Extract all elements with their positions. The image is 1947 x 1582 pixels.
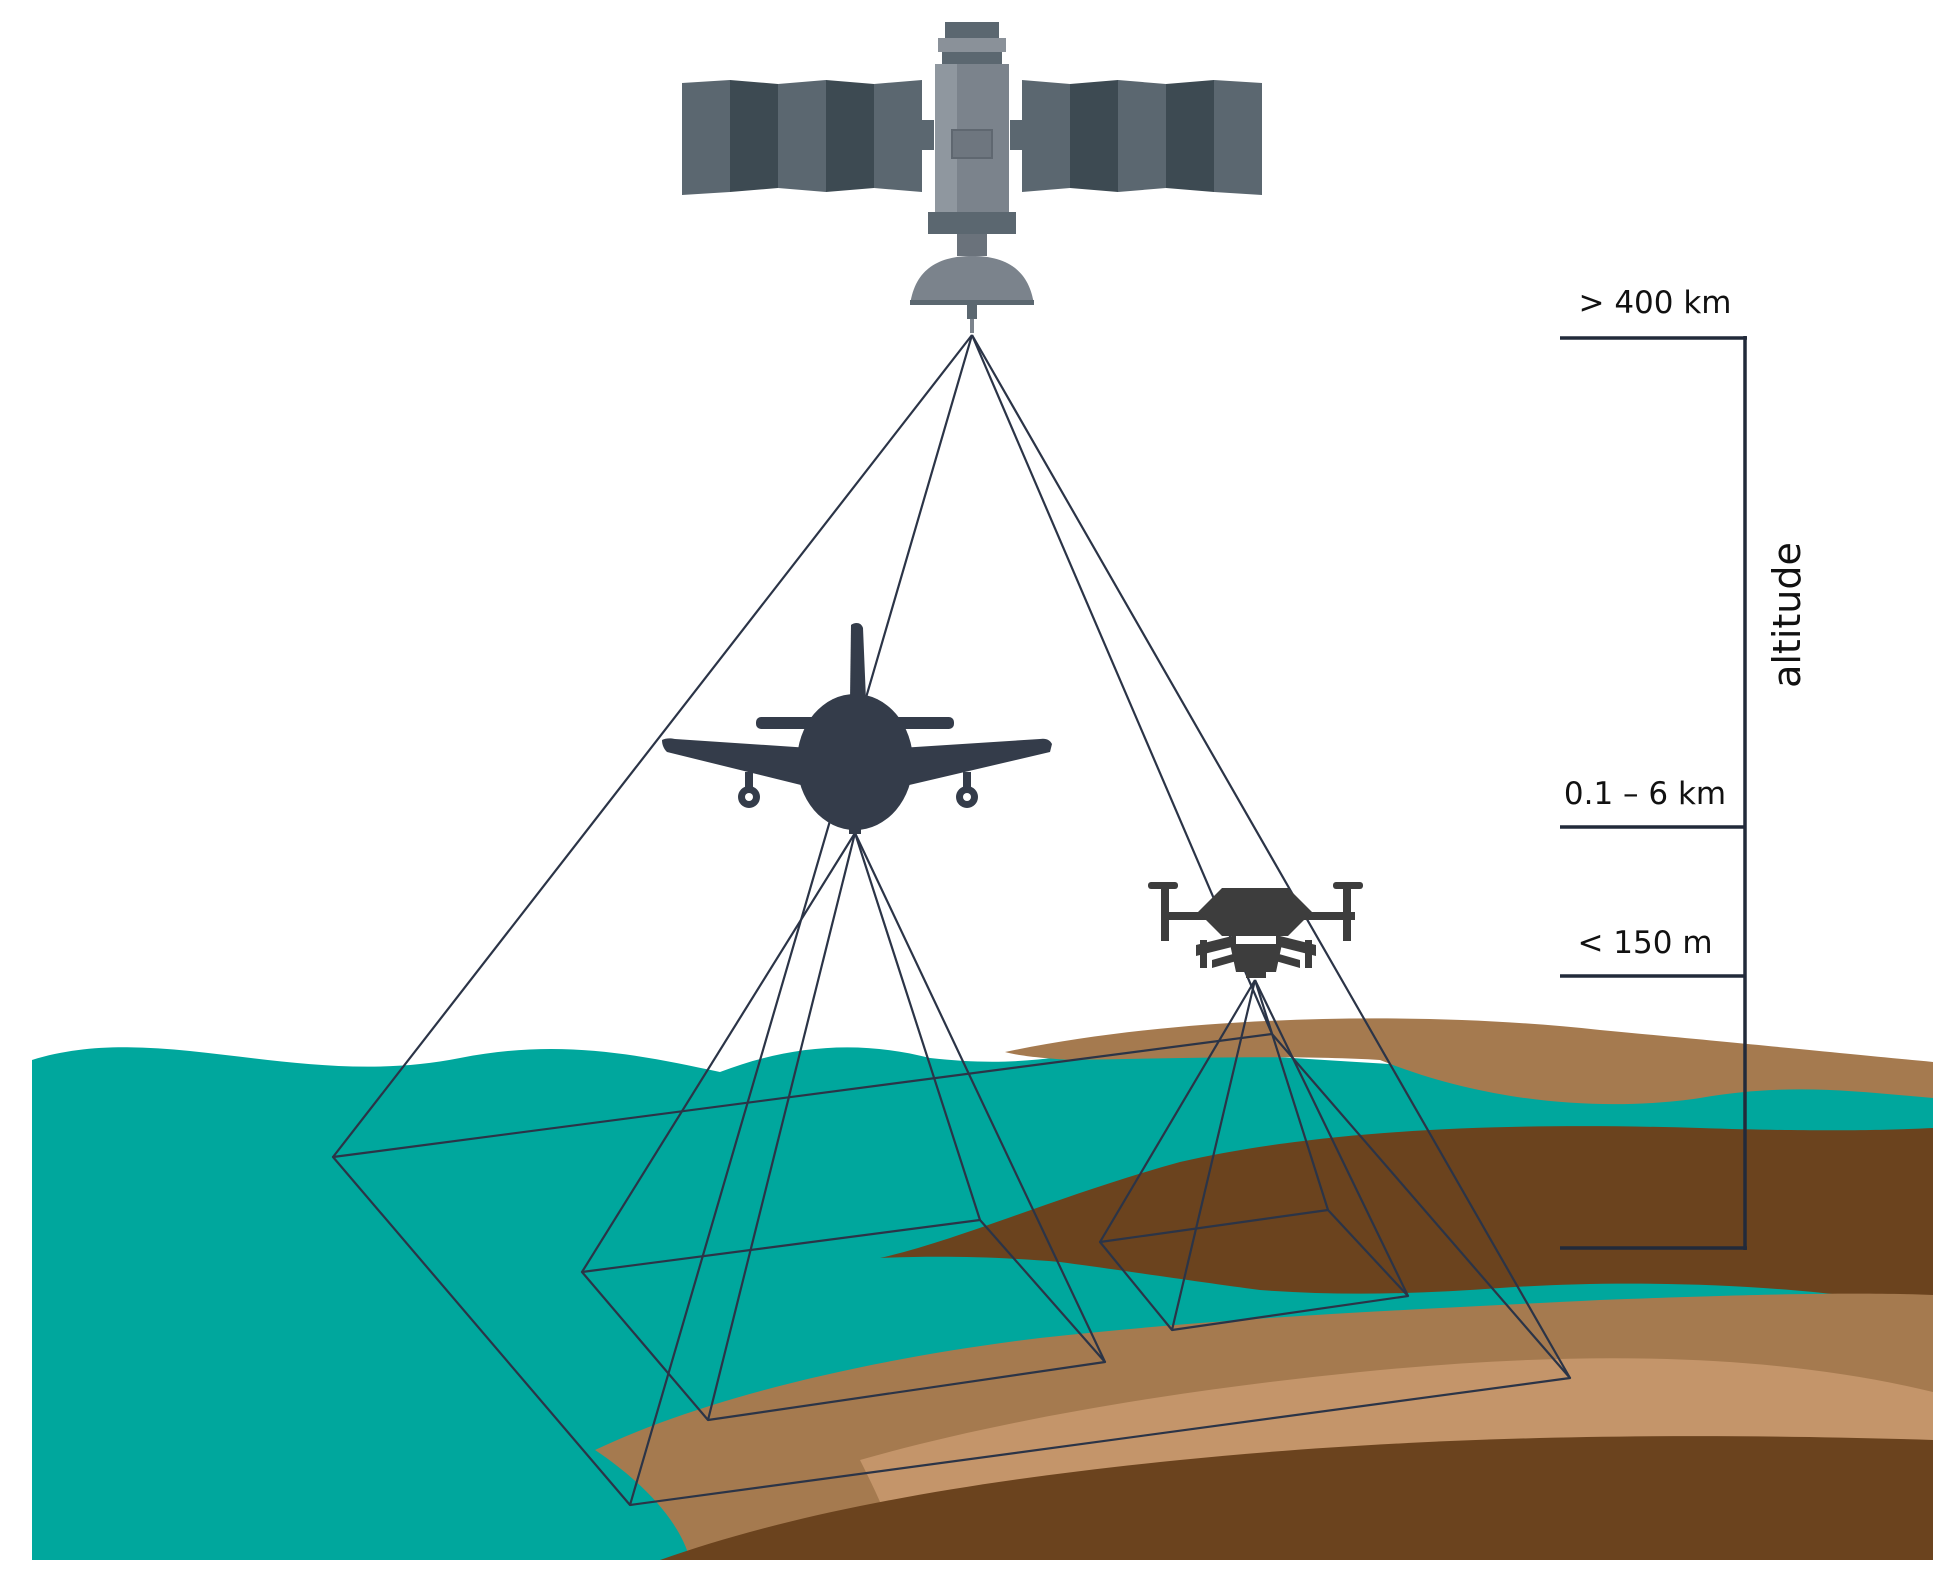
aircraft-field-of-view (580, 832, 1107, 1422)
terrain (32, 1018, 1933, 1560)
altitude-scale: > 400 km 0.1 – 6 km < 150 m altitude (1560, 285, 1809, 1250)
altitude-label-satellite: > 400 km (1578, 285, 1731, 321)
satellite-ray (332, 334, 973, 1158)
aircraft-ray (853, 832, 982, 1221)
soil-lower-dark (660, 1436, 1933, 1560)
soil-upper-dark (880, 1126, 1933, 1310)
altitude-label-drone: < 150 m (1577, 925, 1712, 961)
aircraft-ray (581, 832, 856, 1273)
satellite-ray (971, 334, 1571, 1379)
drone-field-of-view (1098, 979, 1410, 1332)
aircraft-ray (706, 832, 857, 1421)
satellite-icon (682, 22, 1262, 333)
drone-ray (1099, 979, 1256, 1243)
altitude-label-aircraft: 0.1 – 6 km (1564, 776, 1726, 812)
altitude-axis-label: altitude (1765, 542, 1809, 688)
drone-ray (1253, 979, 1330, 1211)
drone-ray (1170, 979, 1257, 1331)
soil-upper-light (1005, 1018, 1933, 1105)
aircraft-ray (854, 832, 1106, 1363)
drone-icon (1148, 882, 1363, 978)
drone-ray (1254, 979, 1409, 1297)
airplane-icon (662, 623, 1052, 834)
